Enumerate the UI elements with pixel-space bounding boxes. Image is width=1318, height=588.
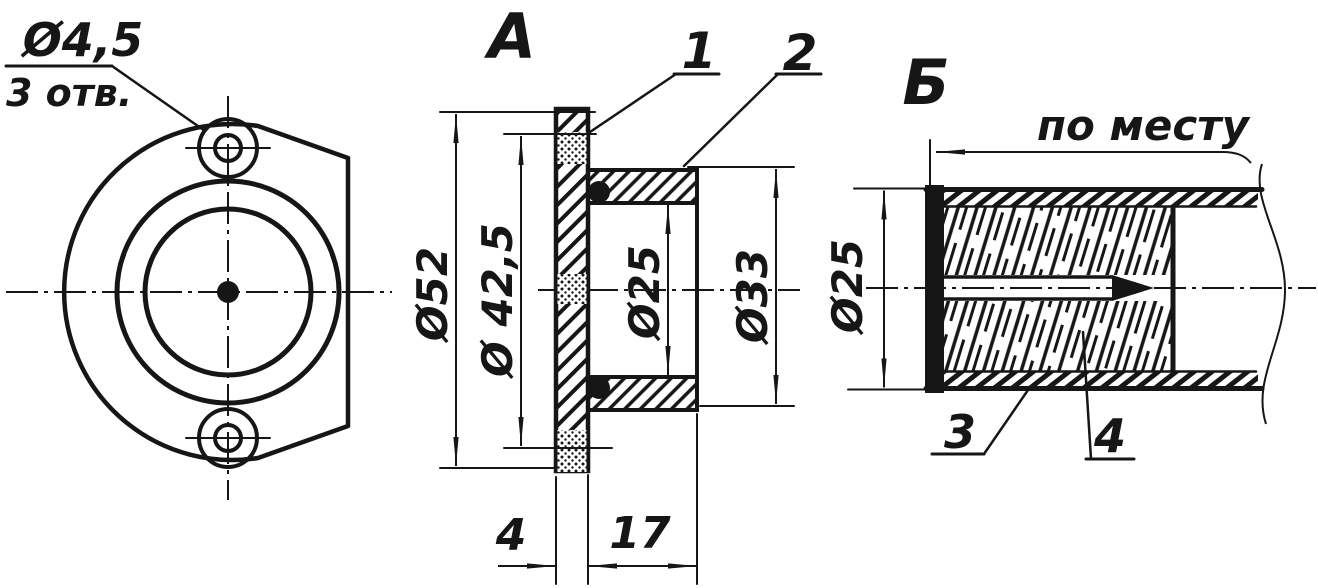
hole-callout-diameter: Ø4,5 bbox=[20, 13, 144, 67]
callout-4: 4 bbox=[1081, 330, 1136, 463]
dim-d42-5: Ø 42,5 bbox=[473, 133, 613, 449]
callout-1-leader bbox=[588, 72, 678, 134]
dim-d33-value: Ø33 bbox=[728, 249, 777, 345]
tube-bottom-wall bbox=[923, 370, 1265, 391]
center-dot bbox=[217, 281, 239, 303]
tube-break-line bbox=[1258, 163, 1287, 425]
hole-callout: Ø4,5 3 отв. bbox=[4, 13, 207, 133]
dim-d52-value: Ø52 bbox=[408, 247, 457, 343]
callout-1: 1 bbox=[588, 22, 721, 134]
front-view: Ø4,5 3 отв. bbox=[4, 13, 392, 500]
dim-4-and-17: 4 17 bbox=[495, 413, 698, 585]
tube-end-bar bbox=[925, 185, 944, 393]
dim-d25-b-value: Ø25 bbox=[823, 239, 872, 335]
note-dim-tail bbox=[1221, 151, 1252, 164]
note-po-mestu-text: по месту bbox=[1037, 101, 1251, 150]
dim-d25-a: Ø25 bbox=[620, 205, 671, 375]
section-b-label: Б bbox=[902, 46, 949, 119]
callout-3-number: 3 bbox=[944, 405, 976, 459]
weld-bottom bbox=[588, 377, 610, 399]
plug-section bbox=[944, 204, 1176, 374]
bolt-hole-top bbox=[185, 117, 271, 179]
dim-d52: Ø52 bbox=[408, 111, 596, 469]
callout-4-number: 4 bbox=[1093, 409, 1126, 463]
section-a: А 1 2 bbox=[408, 0, 823, 585]
dim-17-value: 17 bbox=[609, 508, 671, 559]
dim-d25-a-value: Ø25 bbox=[620, 245, 669, 341]
dim-d25-b: Ø25 bbox=[823, 187, 947, 391]
callout-2-leader bbox=[682, 72, 780, 168]
callout-3-leader bbox=[982, 388, 1030, 456]
dim-d33: Ø33 bbox=[687, 166, 795, 407]
callout-3: 3 bbox=[930, 388, 1030, 459]
callout-1-number: 1 bbox=[682, 22, 717, 80]
bolt-hole-sections bbox=[557, 132, 587, 472]
note-po-mestu: по месту bbox=[929, 101, 1252, 201]
spike bbox=[944, 275, 1154, 301]
tube-top-wall bbox=[923, 187, 1265, 208]
callout-2: 2 bbox=[682, 24, 823, 168]
hole-callout-leader bbox=[110, 64, 207, 133]
spike-tip bbox=[1112, 275, 1154, 301]
callout-4-leader bbox=[1081, 330, 1093, 461]
section-b: Б по месту bbox=[823, 46, 1316, 463]
weld-top bbox=[588, 181, 610, 203]
bolt-hole-bottom bbox=[185, 407, 271, 469]
section-a-label: А bbox=[483, 0, 536, 73]
dim-d42-5-value: Ø 42,5 bbox=[473, 223, 522, 379]
hole-callout-quantity: 3 отв. bbox=[6, 71, 132, 115]
dim-4-value: 4 bbox=[495, 510, 527, 561]
callout-2-number: 2 bbox=[783, 24, 818, 82]
flange-outline bbox=[61, 121, 351, 463]
